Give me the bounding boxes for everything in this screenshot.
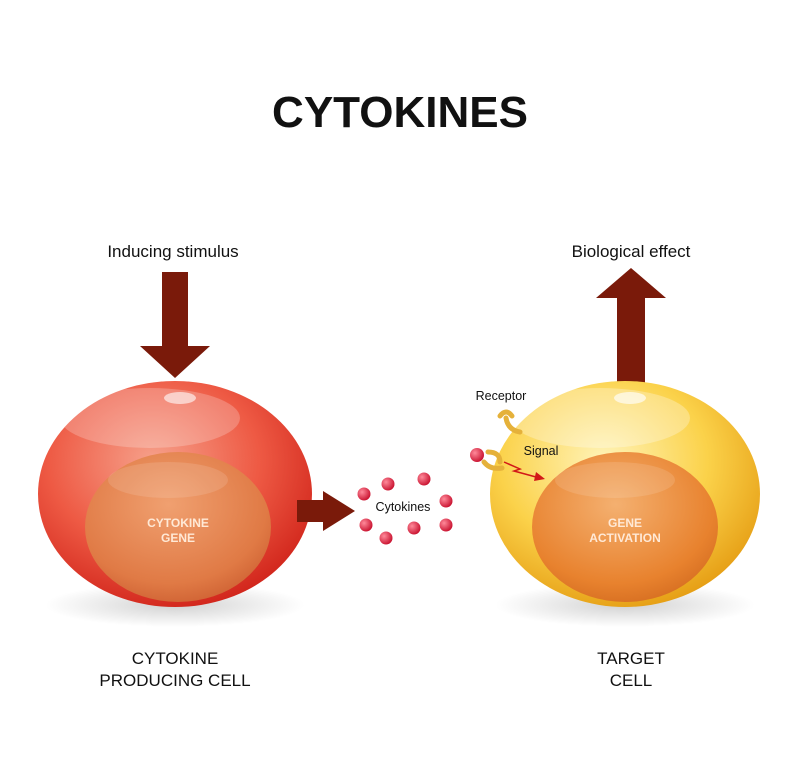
signal-label: Signal — [524, 444, 559, 458]
biological-effect-arrow — [596, 268, 666, 385]
cytokine-gene-label-line1: CYTOKINE — [147, 516, 209, 530]
signal-arrow — [503, 461, 545, 481]
bound-cytokine-dot — [470, 448, 484, 462]
receptor-label: Receptor — [476, 389, 527, 403]
cytokine-dot — [381, 477, 395, 491]
cytokine-dot — [439, 518, 453, 532]
producing-cell-caption-line2: PRODUCING CELL — [99, 671, 250, 690]
producing-cell-caption-line1: CYTOKINE — [132, 649, 219, 668]
target-cell-caption-line1: TARGET — [597, 649, 665, 668]
receptor-upper — [497, 409, 523, 435]
diagram-title: CYTOKINES — [272, 88, 528, 137]
inducing-stimulus-arrow — [140, 272, 210, 378]
cytokine-producing-cell: CYTOKINE GENE — [38, 381, 312, 627]
cytokine-gene-label-line2: GENE — [161, 531, 195, 545]
gene-activation-nucleus — [532, 452, 718, 602]
target-cell: GENE ACTIVATION — [490, 381, 760, 627]
cytokine-dot — [417, 472, 431, 486]
gene-activation-label-line2: ACTIVATION — [589, 531, 661, 545]
gene-activation-label-line1: GENE — [608, 516, 642, 530]
target-cell-caption-line2: CELL — [610, 671, 653, 690]
cytokines-label: Cytokines — [376, 500, 431, 514]
secretion-arrow — [297, 491, 355, 531]
cytokine-molecules — [357, 472, 453, 545]
cytokine-dot — [439, 494, 453, 508]
receptor-lower — [481, 449, 505, 471]
biological-effect-label: Biological effect — [572, 242, 691, 261]
inducing-stimulus-label: Inducing stimulus — [107, 242, 238, 261]
cytokine-dot — [357, 487, 371, 501]
cytokine-dot — [407, 521, 421, 535]
cytokine-gene-nucleus — [85, 452, 271, 602]
cytokine-dot — [359, 518, 373, 532]
cytokine-dot — [379, 531, 393, 545]
